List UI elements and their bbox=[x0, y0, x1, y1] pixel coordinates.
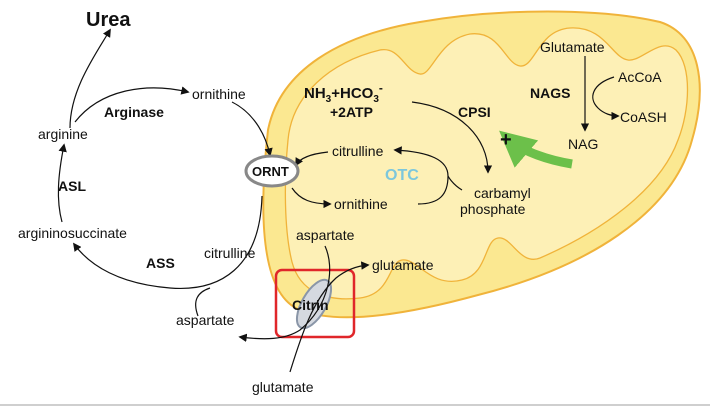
cpsi-enzyme-label: CPSI bbox=[458, 104, 491, 120]
accoa-label: AcCoA bbox=[618, 69, 662, 85]
arrow-aspartate-export bbox=[238, 245, 331, 343]
ornithine-mito-label: ornithine bbox=[334, 196, 388, 212]
activation-plus-sign: + bbox=[500, 129, 512, 151]
aspartate-cytosol-label: aspartate bbox=[176, 312, 235, 328]
mitochondrion-inner-membrane bbox=[284, 27, 689, 300]
carbamyl-label: carbamyl bbox=[474, 185, 531, 201]
arrow-accoa-to-coash bbox=[592, 76, 620, 121]
arrow-argininosuccinate-to-arginine bbox=[57, 143, 67, 223]
ass-enzyme-label: ASS bbox=[146, 255, 175, 271]
otc-enzyme-label: OTC bbox=[385, 167, 419, 184]
arrow-cpsi-to-carbamyl bbox=[411, 101, 493, 174]
phosphate-label: phosphate bbox=[460, 201, 526, 217]
ornt-transporter bbox=[244, 154, 300, 188]
aspartate-mito-label: aspartate bbox=[296, 227, 355, 243]
citrulline-cytosol-label: citrulline bbox=[204, 245, 256, 261]
asl-enzyme-label: ASL bbox=[58, 178, 86, 194]
arrow-ornithine-to-ornt bbox=[231, 101, 273, 157]
argininosuccinate-label: argininosuccinate bbox=[18, 225, 127, 241]
arrow-glutamate-import bbox=[289, 261, 370, 373]
arrow-arginine-to-urea bbox=[69, 28, 111, 129]
arrow-carbamyl-to-otc bbox=[447, 175, 463, 191]
arrow-citrulline-mito-to-ornt bbox=[295, 151, 329, 167]
ornithine-cytosol-label: ornithine bbox=[192, 86, 246, 102]
arginase-enzyme-label: Arginase bbox=[104, 104, 164, 120]
ornt-label: ORNT bbox=[252, 164, 289, 179]
arrow-aspartate-to-ass bbox=[195, 287, 211, 317]
nh3-hco3-label: NH3+HCO3- bbox=[304, 81, 383, 105]
citrin-label: Citrin bbox=[292, 297, 329, 313]
nag-label: NAG bbox=[568, 136, 598, 152]
arrow-ornt-to-ornithine-mito bbox=[291, 187, 332, 209]
arrow-otc-reaction bbox=[393, 146, 449, 205]
glutamate-mito-label: glutamate bbox=[372, 257, 434, 273]
citrin-transporter bbox=[295, 278, 333, 330]
arrow-citrulline-to-argininosuccinate bbox=[73, 195, 263, 290]
citrin-highlight-box bbox=[274, 268, 356, 339]
atp-label: +2ATP bbox=[330, 104, 373, 120]
arrow-arginine-to-ornithine bbox=[74, 86, 190, 123]
glutamate-cytosol-label: glutamate bbox=[252, 379, 314, 395]
arginine-label: arginine bbox=[38, 126, 88, 142]
nag-activation-arrow bbox=[499, 130, 573, 169]
nags-enzyme-label: NAGS bbox=[530, 85, 570, 101]
citrulline-mito-label: citrulline bbox=[332, 143, 384, 159]
urea-label: Urea bbox=[86, 9, 131, 31]
glutamate-nags-label: Glutamate bbox=[540, 39, 605, 55]
coash-label: CoASH bbox=[620, 109, 667, 125]
